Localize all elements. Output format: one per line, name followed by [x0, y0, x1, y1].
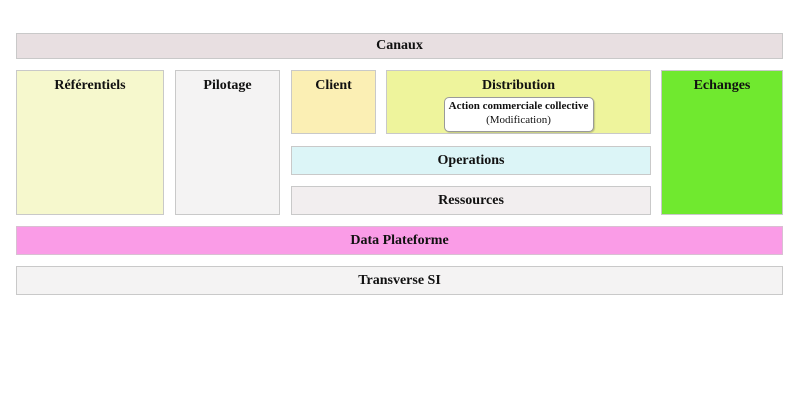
block-pilotage: Pilotage	[175, 70, 280, 215]
layer-data-plateforme: Data Plateforme	[16, 226, 783, 255]
block-echanges-label: Echanges	[693, 78, 751, 93]
block-client: Client	[291, 70, 376, 134]
layer-canaux: Canaux	[16, 33, 783, 59]
bar-ressources: Ressources	[291, 186, 651, 215]
layer-canaux-label: Canaux	[376, 38, 423, 53]
layer-transverse-si: Transverse SI	[16, 266, 783, 295]
action-commerciale-card[interactable]: Action commerciale collective (Modificat…	[443, 97, 594, 132]
action-commerciale-card-subtitle: (Modification)	[486, 113, 551, 126]
block-client-label: Client	[315, 78, 352, 93]
block-distribution: Distribution Action commerciale collecti…	[386, 70, 651, 134]
layer-transverse-si-label: Transverse SI	[358, 272, 441, 288]
block-echanges: Echanges	[661, 70, 783, 215]
action-commerciale-card-title: Action commerciale collective	[448, 100, 589, 112]
bar-operations-label: Operations	[437, 152, 505, 168]
bar-ressources-label: Ressources	[438, 192, 504, 208]
block-pilotage-label: Pilotage	[203, 78, 252, 93]
layer-data-plateforme-label: Data Plateforme	[350, 232, 449, 248]
block-distribution-label: Distribution	[481, 78, 556, 93]
bar-operations: Operations	[291, 146, 651, 175]
block-referentiels: Référentiels	[16, 70, 164, 215]
block-referentiels-label: Référentiels	[54, 78, 126, 93]
